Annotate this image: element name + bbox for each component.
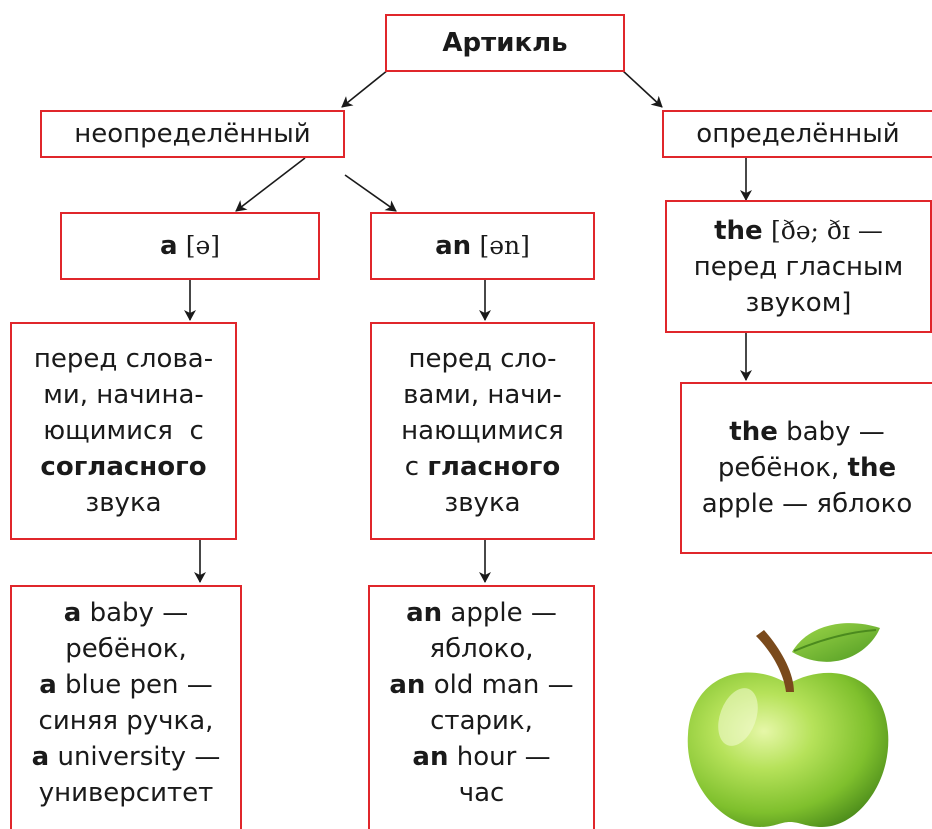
example-an-line5: an hour — xyxy=(412,739,550,775)
article-a-box: a [ə] xyxy=(60,212,320,280)
example-an-art5: an xyxy=(412,742,449,772)
examples-a-box: a baby — ребёнок, a blue pen — синяя руч… xyxy=(10,585,242,829)
apple-leaf-vein xyxy=(793,629,877,652)
article-the-line1: the [ðə; ðɪ — xyxy=(714,213,883,249)
definite-label: определённый xyxy=(696,119,900,149)
article-a-ipa: [ə] xyxy=(185,231,221,260)
example-a-line3: a blue pen — xyxy=(39,667,213,703)
apple-leaf xyxy=(792,623,880,662)
root-box: Артикль xyxy=(385,14,625,72)
article-the-box: the [ðə; ðɪ — перед гласным звуком] xyxy=(665,200,932,333)
rule-an-prefix: с xyxy=(404,452,428,482)
article-the-ipa: [ðə; ðɪ — xyxy=(770,215,883,245)
rule-an-bold: гласного xyxy=(427,452,561,482)
indefinite-box: неопределённый xyxy=(40,110,345,158)
example-a-art5: a xyxy=(31,742,50,772)
the-examples-text2: ребёнок, xyxy=(717,453,848,483)
rule-a-end: звука xyxy=(85,488,162,518)
example-a-line4: синяя ручка, xyxy=(38,706,214,736)
example-a-text3: blue pen — xyxy=(56,670,213,700)
root-label: Артикль xyxy=(442,28,568,58)
apple-stem xyxy=(756,630,794,692)
example-an-line3: an old man — xyxy=(389,667,573,703)
rule-an-end: звука xyxy=(444,488,521,518)
apple-highlight xyxy=(718,688,758,746)
rule-a-line2: ми, начина- xyxy=(43,380,204,410)
article-a-word: a xyxy=(159,231,178,261)
example-an-text1: apple — xyxy=(442,598,557,628)
rule-an-line3: нающимися xyxy=(401,416,564,446)
example-an-line2: яблоко, xyxy=(429,634,534,664)
the-examples-art2: the xyxy=(847,453,897,483)
rule-a-bold: согласного xyxy=(40,452,207,482)
rule-an-box: перед сло- вами, начи- нающимися с гласн… xyxy=(370,322,595,540)
the-examples-art1: the xyxy=(729,417,778,447)
article-a-line: a [ə] xyxy=(160,228,220,264)
example-a-text1: baby — xyxy=(81,598,189,628)
example-an-art3: an xyxy=(389,670,426,700)
rule-a-box: перед слова- ми, начина- ющимися с согла… xyxy=(10,322,237,540)
example-a-art3: a xyxy=(39,670,57,700)
example-a-line2: ребёнок, xyxy=(65,634,187,664)
article-the-line2: перед гласным xyxy=(693,251,904,282)
example-a-line5: a university — xyxy=(32,739,221,775)
rule-an-line4: с гласного xyxy=(405,449,560,485)
example-a-line6: университет xyxy=(38,778,214,808)
examples-an-box: an apple — яблоко, an old man — старик, … xyxy=(368,585,595,829)
example-an-text3: old man — xyxy=(425,670,574,700)
arrow-root-to-definite xyxy=(621,69,663,108)
example-a-art1: a xyxy=(63,598,82,628)
rule-a-line1: перед слова- xyxy=(33,344,214,374)
apple-illustration xyxy=(687,623,889,827)
arrow-root-to-indefinite xyxy=(341,69,389,108)
example-a-line1: a baby — xyxy=(64,595,188,631)
example-an-art1: an xyxy=(406,598,443,628)
article-an-box: an [ən] xyxy=(370,212,595,280)
article-the-word: the xyxy=(714,215,763,246)
the-examples-line2: ребёнок, the xyxy=(718,450,896,486)
apple-body xyxy=(687,672,889,827)
article-an-word: an xyxy=(435,231,472,261)
arrow-indefinite-to-a xyxy=(235,157,306,212)
the-examples-text1: baby — xyxy=(777,417,885,447)
article-the-line3: звуком] xyxy=(745,287,852,318)
indefinite-label: неопределённый xyxy=(74,119,311,149)
rule-an-line2: вами, начи- xyxy=(403,380,562,410)
definite-box: определённый xyxy=(662,110,932,158)
example-a-text5: university — xyxy=(49,742,221,772)
rule-an-line1: перед сло- xyxy=(408,344,557,374)
the-examples-box: the baby — ребёнок, the apple — яблоко xyxy=(680,382,932,554)
example-an-line1: an apple — xyxy=(406,595,557,631)
example-an-line4: старик, xyxy=(430,706,533,736)
article-an-ipa: [ən] xyxy=(479,231,530,260)
the-examples-line1: the baby — xyxy=(729,414,884,450)
the-examples-line3: apple — яблоко xyxy=(701,489,913,519)
arrow-indefinite-to-an xyxy=(344,174,397,212)
example-an-line6: час xyxy=(458,778,505,808)
article-an-line: an [ən] xyxy=(435,228,530,264)
rule-a-line3: ющимися с xyxy=(43,416,204,446)
example-an-text5: hour — xyxy=(448,742,551,772)
